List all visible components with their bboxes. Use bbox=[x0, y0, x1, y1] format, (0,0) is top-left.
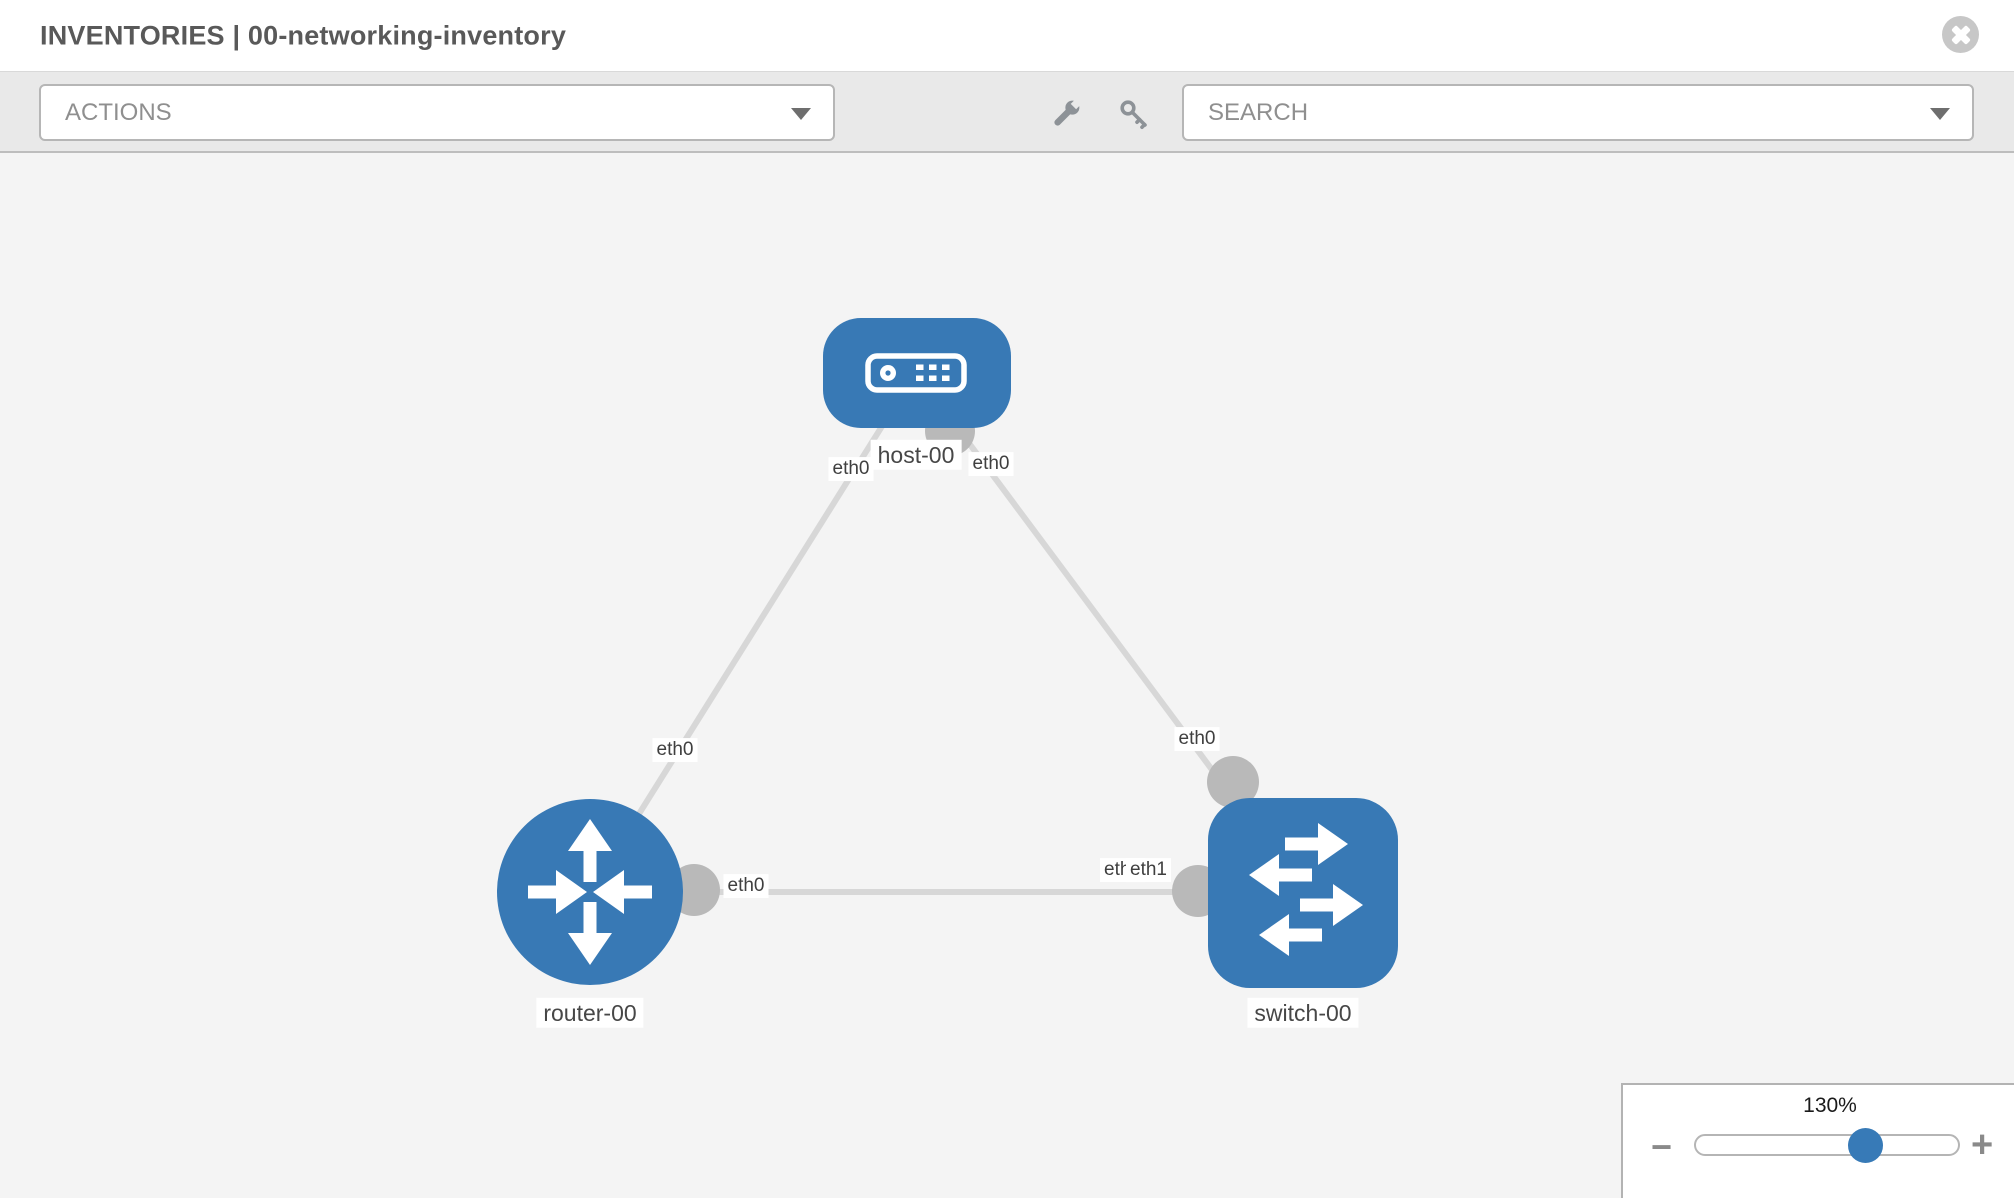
actions-dropdown[interactable]: ACTIONS bbox=[39, 84, 835, 141]
search-dropdown-label: SEARCH bbox=[1208, 98, 1309, 126]
interface-label: eth0 bbox=[1174, 727, 1220, 751]
topology-canvas[interactable]: eth0 eth0 eth0 eth0 eth0 eth0 eth1 host-… bbox=[0, 153, 2014, 1198]
toolbar: ACTIONS SEARCH bbox=[0, 71, 2014, 153]
interface-label: eth0 bbox=[652, 738, 698, 762]
node-switch-00[interactable] bbox=[1208, 798, 1398, 988]
zoom-slider-track[interactable] bbox=[1694, 1134, 1960, 1156]
actions-dropdown-label: ACTIONS bbox=[65, 98, 172, 126]
close-icon[interactable] bbox=[1942, 16, 1979, 53]
search-dropdown[interactable]: SEARCH bbox=[1182, 84, 1974, 141]
node-router-00[interactable] bbox=[497, 799, 683, 985]
switch-arrows-icon bbox=[1249, 823, 1363, 956]
zoom-panel: 130% − + bbox=[1621, 1083, 2014, 1198]
wrench-icon[interactable] bbox=[1048, 96, 1084, 132]
port-switch-eth0[interactable] bbox=[1207, 756, 1259, 808]
page-title: INVENTORIES | 00-networking-inventory bbox=[40, 20, 567, 50]
node-label-switch: switch-00 bbox=[1247, 997, 1359, 1029]
topology-diagram bbox=[497, 318, 1398, 988]
zoom-out-icon[interactable]: − bbox=[1651, 1126, 1673, 1167]
node-label-router: router-00 bbox=[536, 997, 644, 1029]
zoom-in-icon[interactable]: + bbox=[1971, 1124, 1994, 1166]
key-icon[interactable] bbox=[1116, 96, 1152, 132]
node-host-00[interactable] bbox=[823, 318, 1011, 428]
interface-label: eth1 bbox=[1126, 858, 1171, 882]
interface-label: eth0 bbox=[968, 452, 1014, 476]
chevron-down-icon bbox=[1930, 107, 1950, 120]
zoom-percent: 130% bbox=[1803, 1094, 1857, 1117]
interface-label: eth0 bbox=[723, 874, 769, 898]
node-label-host: host-00 bbox=[870, 439, 962, 471]
server-icon bbox=[865, 353, 967, 393]
zoom-slider-knob[interactable] bbox=[1848, 1128, 1883, 1163]
chevron-down-icon bbox=[791, 107, 811, 120]
router-arrows-icon bbox=[528, 819, 652, 965]
interface-label: eth0 bbox=[828, 457, 874, 481]
panel-header: INVENTORIES | 00-networking-inventory bbox=[0, 0, 2014, 71]
